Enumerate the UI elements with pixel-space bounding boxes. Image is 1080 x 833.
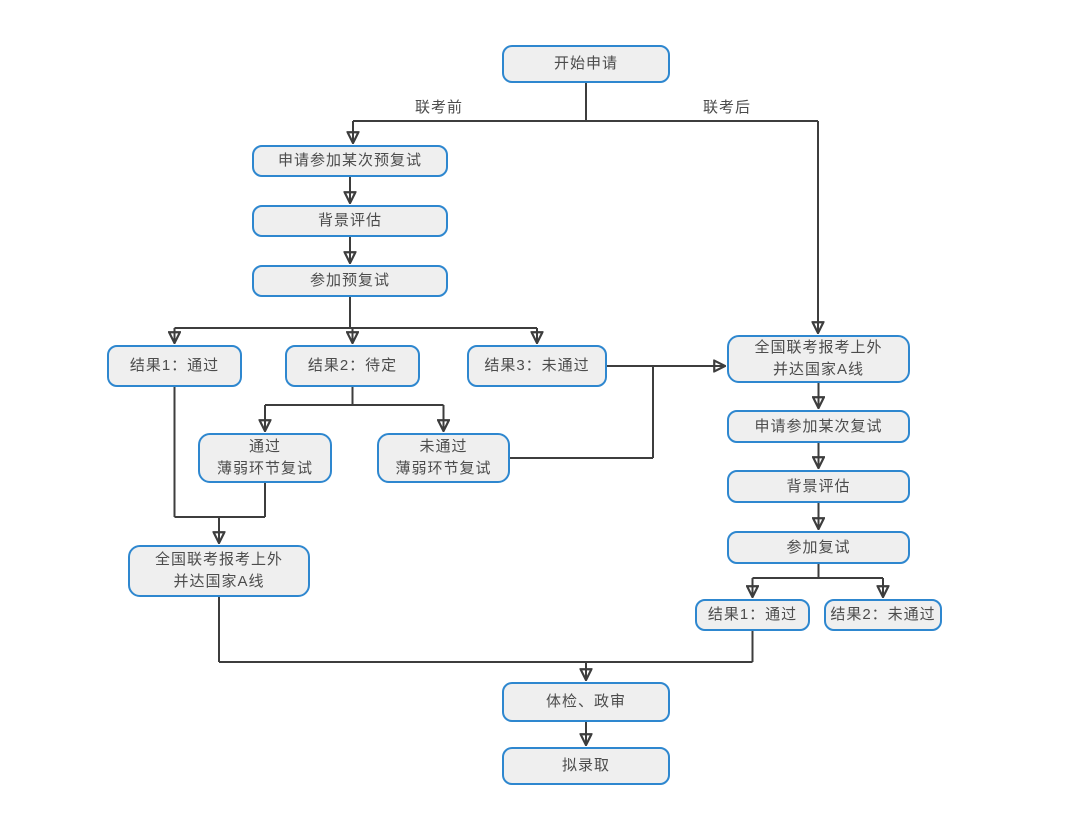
branch-label-post-exam: 联考后 [703,99,752,116]
node-background-eval-right: 背景评估 [727,470,910,503]
node-national-exam-aline-left: 全国联考报考上外 并达国家A线 [128,545,310,597]
node-health-political-check: 体检、政审 [502,682,670,722]
node-result2-pending: 结果2：待定 [285,345,420,387]
node-pass-weak-retest: 通过 薄弱环节复试 [198,433,332,483]
node-result3-fail: 结果3：未通过 [467,345,607,387]
node-right-result2-fail: 结果2：未通过 [824,599,942,631]
node-result1-pass: 结果1：通过 [107,345,242,387]
node-national-exam-aline-right: 全国联考报考上外 并达国家A线 [727,335,910,383]
node-background-eval-left: 背景评估 [252,205,448,237]
node-retest: 参加复试 [727,531,910,564]
node-fail-weak-retest: 未通过 薄弱环节复试 [377,433,510,483]
node-right-result1-pass: 结果1：通过 [695,599,810,631]
node-pre-retest: 参加预复试 [252,265,448,297]
branch-label-pre-exam: 联考前 [415,99,464,116]
node-apply-retest: 申请参加某次复试 [727,410,910,443]
node-apply-pre-retest: 申请参加某次预复试 [252,145,448,177]
node-start: 开始申请 [502,45,670,83]
node-proposed-admission: 拟录取 [502,747,670,785]
